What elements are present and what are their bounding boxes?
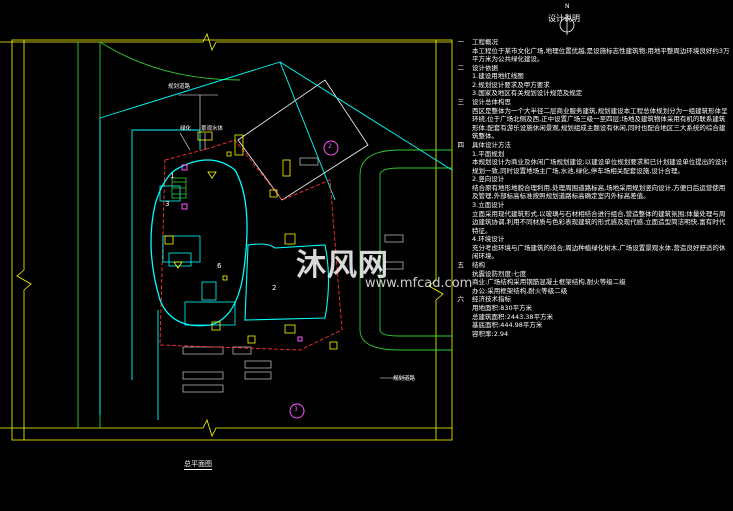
notes-paragraph: 结合原有地形地貌合理利用,处理周围道路标高,场地采用规划竖向设计,方便日后运营使… [472,183,726,201]
notes-section-heading: 五结构 [452,261,730,270]
notes-paragraph: 1.建设用地红线图 [472,72,524,81]
zone-label-6: 6 [217,262,222,270]
notes-section-heading: 三设计总体构思 [452,98,730,107]
notes-paragraph: 4.环境设计 [472,235,505,244]
notes-paragraph: 商业:广场结构采用钢筋混凝土框架结构,耐火等级二级 [472,278,626,287]
notes-paragraph: 3.立面设计 [472,200,505,209]
notes-section-number: 六 [457,295,465,304]
yellow-markers [164,131,338,350]
sheet-title: 设计说明 [548,14,580,23]
red-site-boundary [159,139,343,351]
notes-section-title: 设计总体构思 [472,98,511,107]
notes-section-heading: 二设计依据 [452,64,730,73]
watermark-brand: 沐风网 [296,248,389,283]
design-notes: 一工程概况本工程位于某市文化广场,地理位置优越,是设施标志性建筑物;用地平整周边… [452,38,730,338]
notes-paragraph: 总建筑面积:2443.38平方米 [472,312,554,321]
notes-paragraph: 容积率:2.94 [472,329,509,338]
notes-paragraph: 办公:采用框架结构,耐火等级二级 [472,286,568,295]
notes-paragraph: 3.国家及地区有关规划设计规范及规定 [472,89,583,98]
cyan-layout-lines [99,61,453,420]
notes-section-heading: 一工程概况 [452,38,730,47]
notes-paragraph: 充分考虑环境与广场建筑的结合;周边种植绿化树木,广场设置景观水体,营造良好舒适的… [472,243,726,261]
green-planters [171,177,187,199]
road-lines [77,41,452,428]
notes-section-number: 二 [457,63,465,72]
parking-strips [182,157,404,393]
circle-label-2: 2 [328,143,332,150]
watermark-url: www.mfcad.com [365,276,473,291]
notes-section-title: 设计依据 [472,63,498,72]
notes-paragraph: 基底面积:444.98平方米 [472,321,543,330]
notes-section-title: 经济技术指标 [472,295,511,304]
plan-title: 总平面图 [184,460,212,470]
road-label-right: 规划道路 [393,376,416,382]
building-main-oval [150,159,248,327]
north-arrow-icon [559,14,575,35]
notes-paragraph: 抗震设防烈度:七度 [472,269,527,278]
north-label: N [565,3,570,10]
leader-lines [178,94,410,379]
notes-paragraph: 用地面积:830平方米 [472,303,533,312]
notes-paragraph: 2.竖向设计 [472,175,505,184]
notes-paragraph: 1.平面规划 [472,149,505,158]
zone-label-2: 2 [272,284,277,292]
building-east-block [244,243,330,321]
tag-label-b: 景观水体 [201,126,224,132]
tag-label-a: 绿化 [180,126,192,132]
notes-section-number: 一 [457,38,465,46]
break-lines [0,32,452,440]
building-inner-rooms [159,185,236,326]
notes-paragraph: 本规划设计为商业及休闲广场规划建设;以建设单位规划要求和已计划建设单位提出的设计… [472,158,728,175]
road-label-left: 规划道路 [168,84,191,90]
adjacent-building [237,79,369,201]
notes-section-title: 具体设计方法 [472,140,511,149]
notes-section-number: 三 [457,98,465,107]
zone-label-1: 1 [170,172,175,180]
notes-paragraph: 2.规划设计要求及甲方要求 [472,80,550,89]
notes-section-number: 四 [457,140,465,149]
notes-section-heading: 四具体设计方法 [452,141,730,150]
notes-paragraph: 西区是整体为一个大半径二层商业服务建筑,规划建设本工程总体规划分为一组建筑形体呈… [472,106,728,141]
zone-label-3: 3 [165,200,170,208]
notes-section-heading: 六经济技术指标 [452,295,730,304]
notes-section-number: 五 [457,261,465,270]
circle-label-3: 3 [294,406,298,413]
notes-section-title: 工程概况 [472,38,498,46]
notes-section-title: 结构 [472,261,485,270]
drawing-frame [11,39,453,441]
notes-paragraph: 本工程位于某市文化广场,地理位置优越,是设施标志性建筑物;用地平整周边环境良好约… [472,46,730,64]
notes-paragraph: 立面采用现代建筑形式,以玻璃与石材相结合进行组合,营造整体的建筑氛围;体量处理与… [472,209,726,235]
magenta-markers [181,140,339,419]
